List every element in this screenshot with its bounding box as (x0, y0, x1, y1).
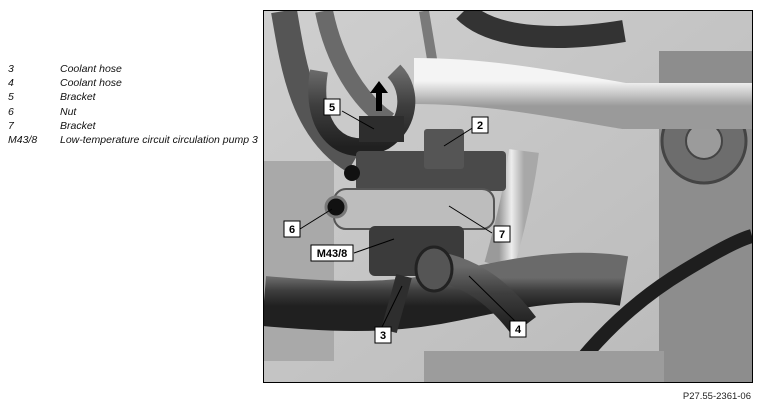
legend-text: Low-temperature circuit circulation pump… (60, 134, 258, 147)
callout-2: 2 (471, 116, 489, 134)
legend-key: 4 (8, 77, 14, 90)
legend-key: 6 (8, 105, 14, 118)
callout-label: 6 (289, 224, 295, 236)
legend-list: 3 Coolant hose 4 Coolant hose 5 Bracket … (8, 62, 258, 147)
engine-bay-illustration: 5 2 6 7 M43/8 3 4 (263, 10, 753, 383)
legend-text: Coolant hose (60, 77, 122, 90)
coolant-hose-3-part (381, 274, 412, 333)
illustration-svg: 5 2 6 7 M43/8 3 4 (264, 11, 752, 382)
callout-label: 7 (499, 229, 505, 241)
callout-m43-8: M43/8 (310, 244, 354, 262)
intake-pipe (413, 58, 752, 129)
legend-text: Coolant hose (60, 63, 122, 75)
callout-7: 7 (493, 225, 511, 243)
legend-item: 7 Bracket (8, 119, 258, 133)
legend-key: M43/8 (8, 134, 38, 147)
hose-clamp (414, 245, 454, 293)
legend-item: 6 Nut (8, 105, 258, 119)
nut-6-part (324, 195, 348, 219)
legend-item: M43/8 Low-temperature circuit circulatio… (8, 133, 258, 147)
bracket-hose-loop (308, 64, 416, 157)
pump-top-housing (356, 151, 506, 191)
legend-key: 7 (8, 119, 14, 132)
bracket-5-part (359, 116, 404, 142)
callout-6: 6 (283, 220, 301, 238)
pump-connector (424, 129, 464, 169)
lower-engine-part (424, 351, 664, 382)
legend-text: Bracket (60, 119, 96, 132)
top-hose-b (315, 11, 395, 129)
legend-text: Bracket (60, 91, 96, 104)
up-arrow-icon (370, 81, 388, 111)
wiring-harness (558, 229, 752, 382)
legend-item: 3 Coolant hose (8, 62, 258, 76)
legend-item: 5 Bracket (8, 90, 258, 104)
bracket-7-part (333, 188, 495, 230)
mount-bolt (344, 165, 360, 181)
callout-label: M43/8 (317, 248, 348, 260)
light-hose (484, 149, 539, 271)
callout-label: 2 (477, 120, 483, 132)
callout-label: 5 (329, 102, 335, 114)
leader-lines (299, 110, 518, 328)
figure-reference: P27.55-2361-06 (682, 391, 751, 402)
legend-key: 3 (8, 63, 14, 75)
lower-coolant-hose (264, 252, 629, 331)
top-dark-hose (456, 11, 626, 48)
callout-4: 4 (509, 320, 527, 338)
callout-3: 3 (374, 326, 392, 344)
callout-label: 4 (515, 324, 522, 336)
legend-text: Nut (60, 105, 77, 118)
legend-item: 4 Coolant hose (8, 76, 258, 90)
callout-5: 5 (323, 98, 341, 116)
callout-label: 3 (380, 330, 386, 342)
legend-key: 5 (8, 91, 14, 104)
